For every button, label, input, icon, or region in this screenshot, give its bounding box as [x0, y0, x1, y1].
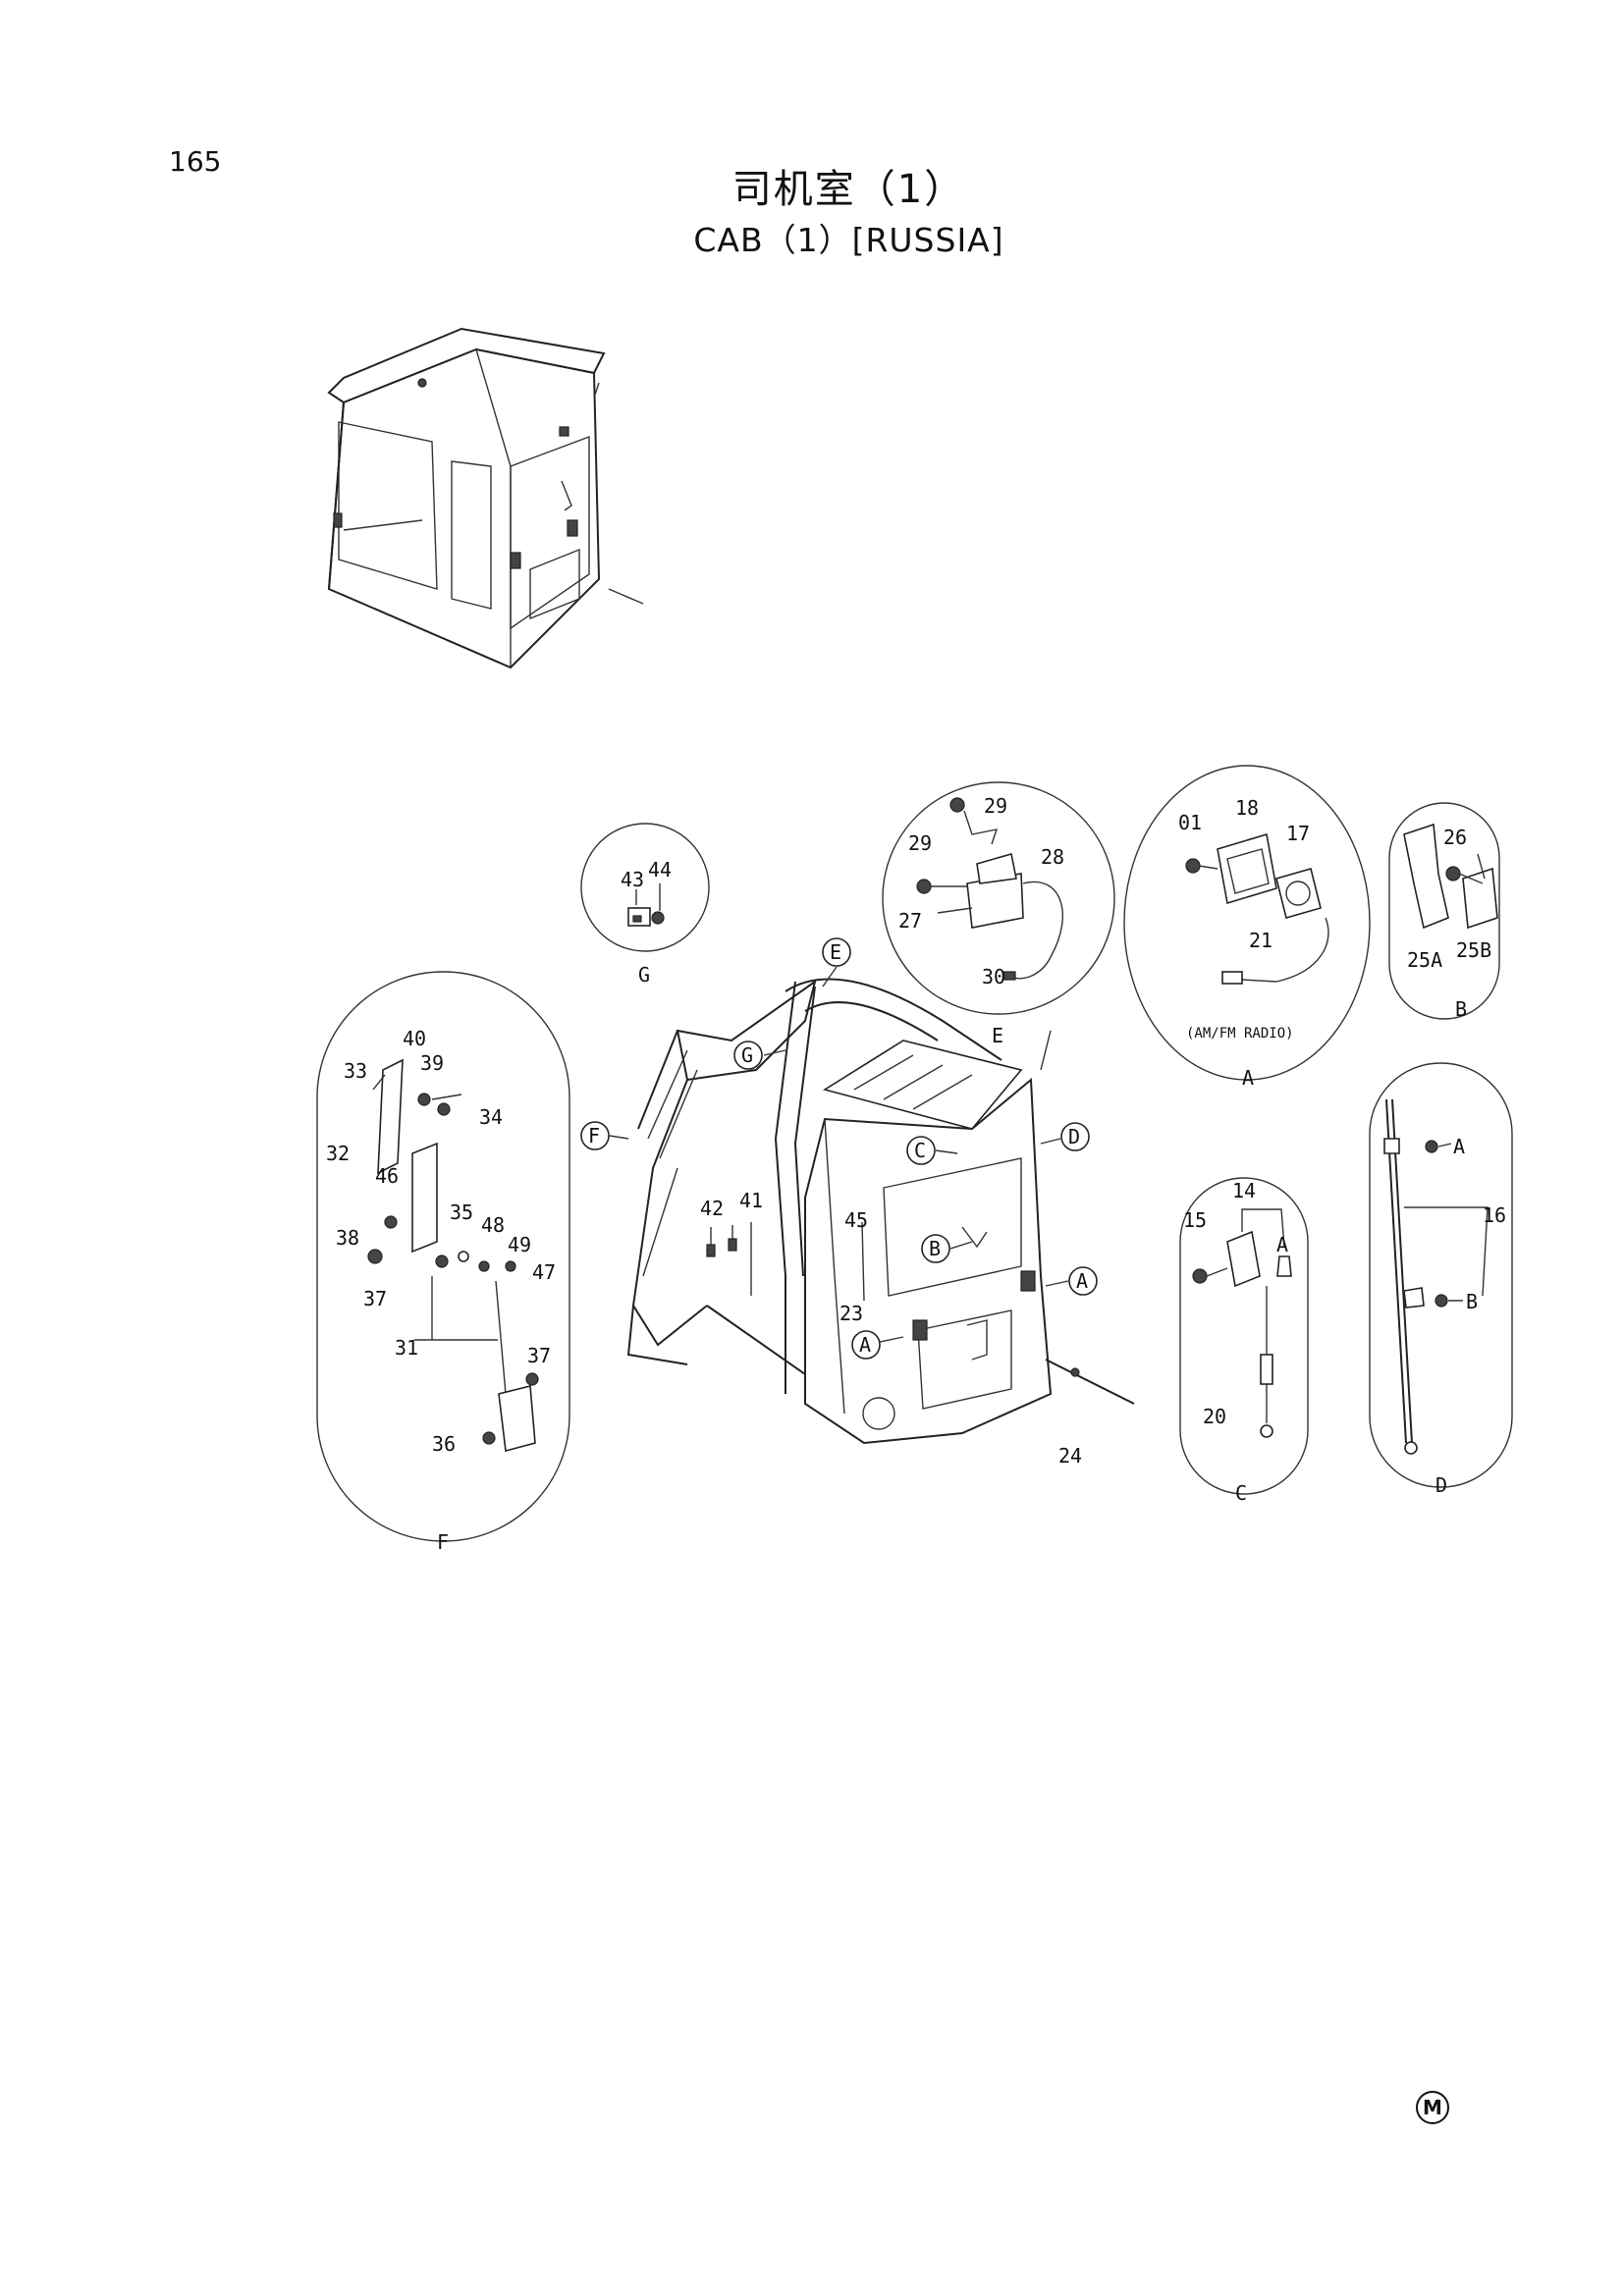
- detail-D-ref-B: B: [1466, 1290, 1478, 1313]
- detail-E-label: E: [992, 1024, 1003, 1047]
- page-title-chinese: 司机室（1）: [731, 167, 966, 212]
- detail-B-label: B: [1455, 997, 1467, 1021]
- detail-F-part-47: 47: [532, 1260, 556, 1284]
- detail-F-label: F: [437, 1530, 449, 1554]
- detail-C-part-14: 14: [1232, 1179, 1256, 1202]
- page-title-english: CAB（1）[RUSSIA]: [693, 221, 1004, 259]
- detail-A-part-21: 21: [1249, 929, 1272, 952]
- detail-F-part-39: 39: [420, 1051, 444, 1075]
- main-part-23: 23: [839, 1302, 863, 1325]
- detail-G-part-2: 44: [648, 858, 672, 881]
- detail-E: 29 29 28 27 30 E: [882, 781, 1115, 1047]
- ref-circle-C: [906, 1136, 936, 1165]
- detail-F: 40 39 33 34 32 46 35 38 48 49 37 47 31 3…: [316, 971, 570, 1554]
- detail-E-part-30: 30: [982, 965, 1005, 988]
- ref-circle-G: [733, 1041, 763, 1070]
- detail-F-part-34: 34: [479, 1105, 503, 1129]
- ref-label-G: G: [741, 1043, 753, 1067]
- ref-circle-A-right: [1068, 1266, 1098, 1296]
- detail-D: A 16 B D: [1369, 1062, 1513, 1497]
- detail-E-part-27: 27: [898, 909, 922, 933]
- detail-F-part-32: 32: [326, 1142, 350, 1165]
- main-part-41: 41: [739, 1189, 763, 1212]
- ref-circle-E: [822, 937, 851, 967]
- detail-F-part-48: 48: [481, 1213, 505, 1237]
- main-part-45: 45: [844, 1208, 868, 1232]
- detail-B-part-25A: 25A: [1407, 948, 1442, 972]
- ref-label-A-lower: A: [859, 1333, 871, 1357]
- ref-label-F: F: [588, 1124, 600, 1148]
- detail-A-part-01: 01: [1178, 811, 1202, 834]
- detail-E-part-28: 28: [1041, 845, 1064, 869]
- detail-A-label: A: [1242, 1066, 1254, 1090]
- detail-E-part-29-left: 29: [908, 831, 932, 855]
- detail-F-part-49: 49: [508, 1233, 531, 1256]
- main-cab-drawing: [609, 966, 1135, 1445]
- detail-A-part-18: 18: [1235, 796, 1259, 820]
- ref-label-B: B: [929, 1237, 941, 1260]
- detail-F-part-33: 33: [344, 1059, 367, 1083]
- ref-circle-A-lower: [851, 1330, 881, 1360]
- detail-B: 26 25A 25B B: [1388, 802, 1500, 1021]
- detail-F-part-46: 46: [375, 1164, 399, 1188]
- detail-F-part-35: 35: [450, 1201, 473, 1224]
- detail-C-part-15: 15: [1183, 1208, 1207, 1232]
- detail-F-part-38: 38: [336, 1226, 359, 1250]
- detail-D-ref-A: A: [1453, 1135, 1465, 1158]
- detail-B-part-26: 26: [1443, 826, 1467, 849]
- page-number: 165: [169, 145, 222, 178]
- main-part-24: 24: [1058, 1444, 1082, 1468]
- detail-G-label: G: [638, 963, 650, 987]
- detail-A-note: (AM/FM RADIO): [1186, 1026, 1294, 1041]
- ref-label-D: D: [1068, 1125, 1080, 1148]
- detail-D-label: D: [1435, 1473, 1447, 1497]
- ref-circle-D: [1060, 1122, 1090, 1151]
- ref-circle-B: [921, 1234, 950, 1263]
- ref-circle-F: [580, 1121, 610, 1150]
- main-refs: E G F C D B A A 42 41 45 23 24: [580, 937, 1098, 1468]
- detail-A-part-17: 17: [1286, 822, 1310, 845]
- detail-C: 14 15 A 20 C: [1179, 1177, 1309, 1505]
- detail-C-part-20: 20: [1203, 1405, 1226, 1428]
- ref-label-E: E: [830, 940, 841, 964]
- main-part-42: 42: [700, 1197, 724, 1220]
- detail-F-part-36: 36: [432, 1432, 456, 1456]
- detail-D-part-16: 16: [1483, 1203, 1506, 1227]
- detail-F-part-40: 40: [403, 1027, 426, 1050]
- detail-G: 43 44 G: [580, 823, 710, 987]
- detail-F-part-37-top: 37: [363, 1287, 387, 1310]
- detail-C-ref-A: A: [1276, 1233, 1288, 1256]
- overview-cab-drawing: [327, 327, 644, 669]
- detail-C-label: C: [1235, 1481, 1247, 1505]
- footer-mark: M: [1416, 2091, 1449, 2124]
- detail-F-part-31: 31: [395, 1336, 418, 1360]
- ref-label-C: C: [914, 1139, 926, 1162]
- detail-F-part-37-bottom: 37: [527, 1344, 551, 1367]
- detail-G-part-1: 43: [621, 868, 644, 891]
- ref-label-A-right: A: [1076, 1269, 1088, 1293]
- detail-B-part-25B: 25B: [1456, 938, 1491, 962]
- detail-E-part-29-top: 29: [984, 794, 1007, 818]
- detail-A: 01 18 17 21 (AM/FM RADIO) A: [1123, 765, 1371, 1090]
